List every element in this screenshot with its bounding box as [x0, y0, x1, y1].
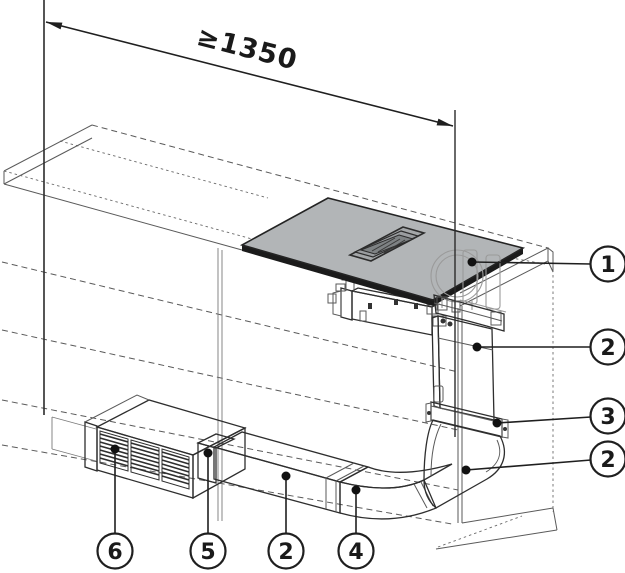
box-flange-top-edge — [84, 394, 150, 423]
dimension-line — [45, 21, 454, 127]
callout-number: 3 — [600, 405, 615, 430]
plinth-recess — [51, 416, 97, 462]
adapter-clip — [490, 311, 502, 326]
elbow-curve-lines — [430, 423, 501, 477]
callout-2-elbow: 2 — [461, 440, 625, 478]
fixing-mark — [368, 303, 372, 309]
mounting-frame — [459, 249, 507, 313]
frame-strut-left — [462, 249, 478, 305]
cabinet-front-divider — [217, 248, 223, 521]
worktop-front-bottom-edge — [3, 183, 243, 251]
duct-run — [212, 294, 509, 520]
flat-duct-front — [213, 446, 341, 514]
callout-number: 2 — [278, 540, 293, 565]
callout-1: 1 — [467, 245, 625, 283]
box-left-flange — [84, 421, 98, 472]
callout-3: 3 — [492, 397, 625, 435]
worktop-right-end — [459, 247, 554, 307]
adapter-curve — [433, 302, 503, 322]
flat-duct-seams — [325, 462, 365, 512]
mount-clip-left — [335, 283, 346, 292]
callout-number: 5 — [200, 540, 215, 565]
clamp-tab-left — [425, 402, 432, 423]
callouts: 1 2 3 2 6 — [96, 245, 625, 570]
kitchen-island-cabinet — [1, 124, 558, 550]
clamp-tab-right — [501, 418, 509, 439]
spigot-adapter — [433, 294, 505, 332]
spigot-inner-circle — [435, 254, 479, 298]
adapter-clip — [436, 296, 448, 311]
extractor-left-step — [332, 290, 342, 317]
callout-4: 4 — [337, 485, 375, 570]
callout-number: 2 — [600, 336, 615, 361]
bolt — [447, 321, 453, 327]
dimension-label: ≥1350 — [193, 21, 300, 77]
box-vent-grille — [99, 430, 190, 490]
worktop-back-edge — [91, 124, 549, 249]
callout-2-vertical-duct: 2 — [472, 328, 625, 366]
callout-6: 6 — [96, 444, 134, 570]
duct-elbow — [423, 419, 505, 509]
fixing-mark — [394, 299, 398, 305]
plinth-dashed-right — [437, 515, 523, 548]
callout-5: 5 — [189, 448, 227, 570]
callout-number: 2 — [600, 448, 615, 473]
adapter-clip — [451, 300, 461, 313]
cabinet-bottom-edge — [1, 444, 453, 525]
service-slot — [359, 310, 367, 322]
vertical-duct-front — [437, 315, 495, 421]
drawer-line-3 — [1, 399, 459, 491]
callout-number: 1 — [600, 253, 615, 278]
induction-hob — [239, 197, 526, 313]
fixing-mark — [414, 303, 418, 309]
frame-rail — [459, 299, 507, 313]
callout-2-flat-duct: 2 — [267, 471, 305, 570]
grille-slot — [359, 234, 415, 255]
bolt — [440, 318, 446, 324]
arrowhead-right — [436, 118, 453, 126]
worktop-left-end — [3, 124, 93, 185]
mount-clip-left-2 — [327, 293, 337, 304]
worktop-front-edge — [3, 170, 253, 240]
hob-edge-band — [242, 245, 523, 306]
clamp-bolt — [427, 411, 431, 415]
cabinet-right-front-edge — [457, 306, 463, 523]
clamp-lip — [430, 405, 503, 424]
plinth-unit — [84, 394, 247, 500]
grille-ribs — [371, 237, 406, 254]
drawer-line-1 — [1, 261, 459, 373]
cabinet-right-bottom — [435, 507, 558, 550]
worktop-mid-line — [59, 140, 269, 199]
box-right-end — [192, 426, 246, 500]
clamp-bolt — [503, 427, 507, 431]
duct-bend-top — [338, 463, 453, 489]
duct-tab — [433, 385, 444, 403]
hob-vent-grille — [347, 226, 427, 262]
vertical-duct-seam — [437, 337, 494, 351]
callout-number: 6 — [107, 540, 122, 565]
drawer-line-2 — [1, 329, 459, 431]
arrowhead-left — [46, 22, 63, 30]
callout-number: 4 — [348, 540, 363, 565]
extractor-left-plate — [340, 287, 353, 321]
